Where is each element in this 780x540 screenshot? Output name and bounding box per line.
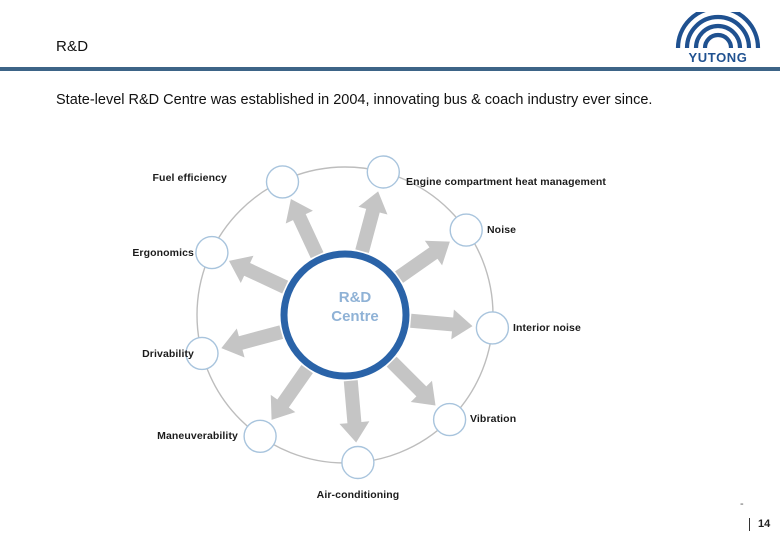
hub-label-line2: Centre <box>331 308 379 325</box>
node-label-drivability: Drivability <box>142 348 194 360</box>
slide-header: R&D YUTONG <box>0 0 780 71</box>
logo-wordmark: YUTONG <box>689 50 748 64</box>
page-title: R&D <box>56 38 89 55</box>
node-label-air-conditioning: Air-conditioning <box>316 489 400 501</box>
arrow-to-interior-noise <box>410 309 473 340</box>
yutong-logo: YUTONG <box>670 12 766 64</box>
arrow-group <box>221 191 473 443</box>
hub-circle <box>280 250 410 380</box>
node-circle-interior-noise <box>475 311 510 345</box>
intro-paragraph: State-level R&D Centre was established i… <box>56 92 653 108</box>
node-label-interior-noise: Interior noise <box>513 322 581 334</box>
node-circle-maneuverability <box>243 419 277 453</box>
arrow-to-vibration <box>386 356 436 406</box>
node-label-noise: Noise <box>487 224 517 236</box>
arrow-to-noise <box>395 240 450 283</box>
node-label-fuel-efficiency: Fuel efficiency <box>152 172 227 184</box>
rd-centre-radial-diagram: R&D Centre Fuel efficiency Engine compar… <box>110 150 670 520</box>
node-circle-drivability <box>185 336 219 371</box>
node-circle-air-conditioning <box>341 445 375 480</box>
hub-label-line1: R&D <box>338 289 372 306</box>
node-circle-fuel-efficiency <box>265 165 300 199</box>
node-circle-group <box>185 155 510 480</box>
arrow-to-drivability <box>221 325 284 358</box>
arrow-to-ergonomics <box>228 255 289 294</box>
header-divider <box>0 67 780 71</box>
node-circle-noise <box>449 213 483 247</box>
node-label-engine-compartment-heat-management: Engine compartment heat management <box>406 176 607 188</box>
arrow-to-maneuverability <box>270 365 313 420</box>
node-circle-vibration <box>432 402 467 437</box>
node-label-vibration: Vibration <box>470 413 517 425</box>
node-circle-engine-compartment-heat-management <box>366 155 400 189</box>
diagram-svg <box>185 155 510 480</box>
node-label-ergonomics: Ergonomics <box>132 247 194 259</box>
footer-separator <box>749 518 750 531</box>
page-number: 14 <box>758 518 771 530</box>
arrow-to-fuel-efficiency <box>285 198 324 259</box>
hub-label: R&D Centre <box>285 288 425 326</box>
arrow-to-air-conditioning <box>339 380 370 443</box>
footer-dash: - <box>740 498 744 510</box>
arrow-to-engine-compartment-heat-management <box>355 191 388 254</box>
node-circle-ergonomics <box>195 235 229 270</box>
node-label-maneuverability: Maneuverability <box>157 430 238 442</box>
